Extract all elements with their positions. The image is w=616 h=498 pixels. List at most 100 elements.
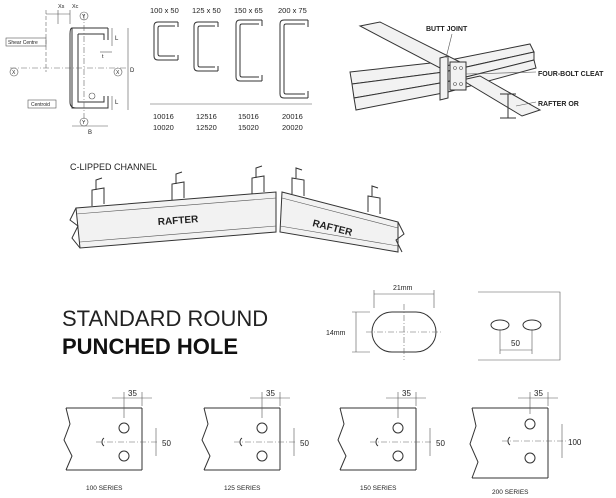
series-detail-4: 35 100 200 SERIES	[469, 389, 582, 496]
series-top-dim: 35	[534, 389, 543, 398]
series-hole-bottom	[524, 452, 536, 464]
series-label: 150 SERIES	[360, 485, 397, 492]
centroid-label: Centroid	[31, 102, 50, 108]
profile-code-1a: 10016	[153, 112, 174, 121]
l-bottom-label: L	[115, 100, 119, 106]
hole-heading-line1: STANDARD ROUND	[62, 306, 268, 331]
series-label: 100 SERIES	[86, 485, 123, 492]
cleat-bolt	[459, 66, 463, 70]
profile-size-3: 150 x 65	[234, 6, 263, 15]
xc-label: Xc	[72, 4, 79, 10]
rafter-diagram: C-LIPPED CHANNEL	[69, 162, 405, 253]
left-break-mark	[69, 207, 81, 249]
purlin-cleat	[367, 185, 381, 214]
butt-joint-plate	[439, 55, 449, 101]
four-bolt-cleat-label: FOUR-BOLT CLEAT	[538, 71, 604, 78]
x-left-marker	[9, 67, 19, 77]
x-right-marker	[113, 67, 123, 77]
profile-shape-2	[193, 21, 219, 72]
four-bolt-cleat	[449, 61, 467, 91]
y-top-label: Y	[82, 14, 86, 20]
l-top-label: L	[115, 36, 119, 42]
cross-beam-lower-right	[460, 75, 542, 117]
series-hole-top	[524, 418, 536, 430]
series-web-notch	[507, 436, 511, 446]
profile-code-1b: 10020	[153, 123, 174, 132]
profile-sizes: 100 x 50 125 x 50 150 x 65 200 x 75 1001…	[150, 6, 312, 132]
series-top-dim: 35	[128, 389, 137, 398]
section-diagram: Xs Xc Shear Centre Centroid Y Y X X L L …	[5, 4, 135, 136]
hole-width-label: 21mm	[393, 285, 413, 292]
series-hole-bottom	[392, 450, 404, 462]
profile-code-2b: 12520	[196, 123, 217, 132]
series-top-dim: 35	[266, 389, 275, 398]
b-label: B	[88, 130, 92, 136]
left-rafter-beam	[75, 191, 277, 249]
xs-label: Xs	[58, 4, 65, 10]
rafter-leader	[515, 101, 537, 107]
series-detail-3: 35 50 150 SERIES	[337, 389, 445, 492]
profile-code-4b: 20020	[282, 123, 303, 132]
series-hole-top	[392, 422, 404, 434]
hole-spacing-detail: 50	[478, 291, 561, 361]
hole-spacing-label: 50	[511, 339, 520, 348]
cleat-bolt	[453, 82, 457, 86]
cleat-bolt	[453, 66, 457, 70]
series-side-dim: 100	[568, 438, 582, 447]
series-hole-top	[256, 422, 268, 434]
purlin-cleat	[291, 167, 305, 196]
profile-shape-4	[279, 19, 309, 99]
purlin-cleat	[251, 165, 265, 194]
profile-shape-3	[235, 19, 263, 82]
spacing-panel-outline	[478, 291, 561, 361]
hole-heading-line2: PUNCHED HOLE	[62, 334, 238, 359]
profile-size-1: 100 x 50	[150, 6, 179, 15]
series-detail-1: 35 50 100 SERIES	[63, 389, 171, 492]
profile-code-3a: 15016	[238, 112, 259, 121]
series-panel	[469, 407, 549, 479]
centroid-box	[27, 99, 57, 109]
butt-joint-label: BUTT JOINT	[426, 26, 468, 33]
profile-code-4a: 20016	[282, 112, 303, 121]
profile-shape-1	[153, 21, 179, 61]
series-side-dim: 50	[162, 439, 171, 448]
series-hole-bottom	[118, 450, 130, 462]
series-web-notch	[101, 437, 105, 447]
purlin-cleat	[91, 177, 105, 206]
series-side-dim: 50	[436, 439, 445, 448]
spacing-hole-left	[490, 319, 510, 331]
x-left-label: X	[12, 70, 16, 76]
c-lipped-channel-title: C-LIPPED CHANNEL	[70, 162, 157, 172]
butt-joint-leader	[445, 33, 453, 59]
joint-diagram: BUTT JOINT FOUR-BOLT CLEAT RAFTER OR	[349, 21, 604, 119]
series-side-dim: 50	[300, 439, 309, 448]
hole-detail: 21mm 14mm	[326, 285, 442, 360]
x-right-label: X	[116, 70, 120, 76]
series-top-dim: 35	[402, 389, 411, 398]
cleat-leader	[465, 71, 537, 75]
series-web-notch	[239, 437, 243, 447]
series-panel	[201, 407, 281, 471]
channel-section	[71, 27, 109, 109]
series-detail-2: 35 50 125 SERIES	[201, 389, 309, 492]
centroid-marker	[88, 92, 96, 100]
profile-size-2: 125 x 50	[192, 6, 221, 15]
hole-height-label: 14mm	[326, 330, 346, 337]
rafter-or-label: RAFTER OR	[538, 101, 579, 108]
shear-centre-box	[5, 37, 47, 47]
spacing-hole-right	[522, 319, 542, 331]
purlin-cleat	[171, 171, 185, 200]
series-hole-top	[118, 422, 130, 434]
t-label: t	[102, 54, 104, 60]
right-break-mark	[395, 221, 405, 253]
series-label: 200 SERIES	[492, 489, 529, 496]
series-hole-bottom	[256, 450, 268, 462]
y-bottom-label: Y	[82, 120, 86, 126]
series-label: 125 SERIES	[224, 485, 261, 492]
profile-code-2a: 12516	[196, 112, 217, 121]
shear-centre-label: Shear Centre	[8, 40, 38, 46]
y-top-marker	[79, 11, 89, 21]
rafter-i-section	[500, 93, 516, 119]
d-label: D	[130, 68, 135, 74]
